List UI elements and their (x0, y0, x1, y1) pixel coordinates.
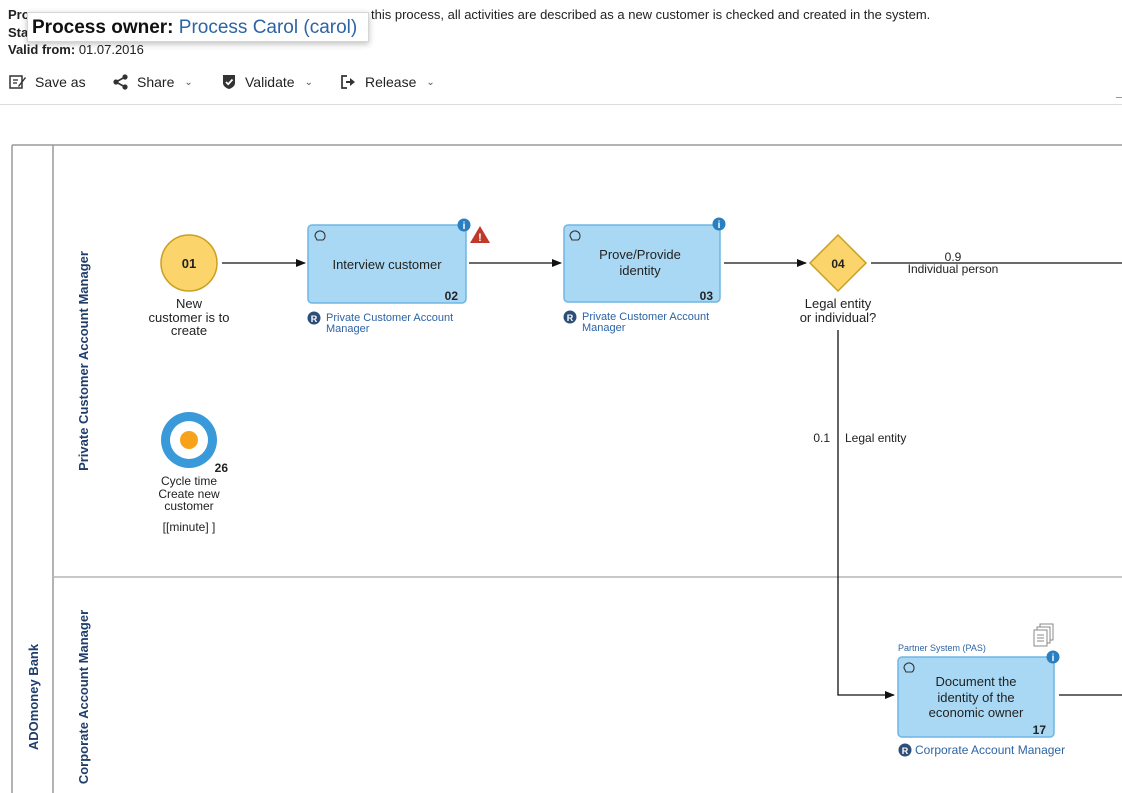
save-as-label: Save as (35, 74, 86, 90)
tooltip-value[interactable]: Process Carol (carol) (178, 17, 358, 38)
task-number: 03 (700, 289, 714, 303)
kpi-label-1: Cycle time (161, 474, 217, 488)
tooltip-label: Process owner: (32, 17, 174, 38)
validate-label: Validate (245, 74, 295, 90)
svg-text:i: i (463, 221, 466, 232)
validate-button[interactable]: Validate ⌄ (221, 68, 313, 96)
flow-probability: 0.1 (813, 431, 830, 445)
release-button[interactable]: Release ⌄ (340, 68, 435, 96)
svg-text:R: R (567, 313, 574, 323)
task-title-3: economic owner (929, 705, 1024, 720)
chevron-down-icon: ⌄ (304, 76, 313, 88)
warning-icon[interactable]: ! (470, 226, 490, 244)
task-role-1[interactable]: Private Customer Account (326, 312, 453, 324)
kpi-label-2: Create new (158, 487, 220, 501)
valid-from-line: Valid from: 01.07.2016 (8, 41, 144, 58)
gateway-label-1: Legal entity (805, 296, 872, 311)
role-badge-icon: R (307, 311, 321, 325)
task-number: 17 (1033, 723, 1047, 737)
manual-task-icon (903, 662, 915, 673)
start-event-label-3: create (171, 323, 207, 338)
toolbar: Save as Share ⌄ Validate ⌄ Release ⌄ (0, 68, 1122, 96)
task-title-1: Prove/Provide (599, 247, 681, 262)
gateway-number: 04 (831, 257, 845, 271)
release-icon (341, 75, 355, 89)
manual-task-icon (314, 230, 326, 241)
release-label: Release (365, 74, 417, 90)
share-label: Share (137, 74, 175, 90)
start-event[interactable]: 01 (160, 234, 218, 292)
info-icon[interactable]: i (457, 218, 471, 233)
flow-legal-entity[interactable] (837, 330, 895, 699)
role-badge-icon: R (898, 743, 912, 757)
gateway[interactable]: 04 (808, 233, 868, 293)
lane-label-private: Private Customer Account Manager (76, 251, 91, 471)
svg-text:!: ! (478, 232, 482, 244)
pool-label: ADOmoney Bank (26, 643, 41, 750)
shield-check-icon (223, 75, 235, 89)
save-as-icon (9, 75, 26, 89)
svg-text:i: i (718, 220, 721, 231)
task-role[interactable]: Corporate Account Manager (915, 743, 1065, 757)
task-title-2: identity of the (937, 690, 1014, 705)
status-label: Sta (8, 25, 29, 40)
start-event-label-2: customer is to (149, 310, 230, 325)
task-role-2[interactable]: Manager (326, 323, 370, 335)
gateway-label-2: or individual? (800, 310, 877, 325)
task-title-1: Document the (936, 674, 1017, 689)
process-owner-tooltip: Process owner: Process Carol (carol) (27, 12, 369, 42)
save-as-button[interactable]: Save as (9, 68, 86, 96)
flow-label: Legal entity (845, 431, 906, 445)
chevron-down-icon: ⌄ (184, 76, 193, 88)
task-system[interactable]: Partner System (PAS) (898, 643, 986, 653)
task-title-2: identity (619, 263, 661, 278)
toolbar-divider (0, 104, 1122, 105)
info-icon[interactable]: i (1046, 650, 1060, 665)
start-event-label-1: New (176, 296, 203, 311)
documents-icon[interactable] (1033, 623, 1054, 647)
process-description: this process, all activities are describ… (371, 7, 931, 22)
task-number: 02 (445, 289, 459, 303)
task-role-2[interactable]: Manager (582, 322, 626, 334)
kpi-target-icon[interactable] (161, 412, 217, 468)
svg-text:R: R (311, 314, 318, 324)
start-event-number: 01 (182, 256, 196, 271)
info-icon[interactable]: i (712, 217, 726, 232)
task-title: Interview customer (332, 257, 442, 272)
role-badge-icon: R (563, 310, 577, 324)
flow-probability: 0.9 (945, 250, 962, 264)
valid-from-label: Valid from: (8, 42, 76, 57)
pool[interactable] (11, 144, 1122, 793)
task-document-identity[interactable]: Document the identity of the economic ow… (897, 656, 1055, 738)
task-role-1[interactable]: Private Customer Account (582, 311, 709, 323)
valid-from-value: 01.07.2016 (78, 42, 144, 57)
kpi-unit: [[minute] ] (163, 520, 216, 534)
share-icon (113, 74, 128, 90)
task-interview-customer[interactable]: Interview customer 02 (307, 224, 467, 304)
flow-label: Individual person (908, 262, 999, 276)
manual-task-icon (569, 230, 581, 241)
kpi-number: 26 (215, 461, 229, 475)
chevron-down-icon: ⌄ (426, 76, 435, 88)
lane-label-corporate: Corporate Account Manager (76, 610, 91, 784)
svg-text:R: R (902, 746, 909, 756)
kpi-label-3: customer (164, 499, 213, 513)
process-meta-line: Pro (8, 6, 30, 23)
process-label: Pro (8, 7, 30, 22)
status-meta-line: Sta (8, 24, 28, 41)
collapse-handle[interactable] (1116, 97, 1122, 98)
task-prove-identity[interactable]: Prove/Provide identity 03 (563, 224, 721, 303)
svg-text:i: i (1052, 653, 1055, 664)
share-button[interactable]: Share ⌄ (113, 68, 193, 96)
sequence-flows (222, 259, 1122, 699)
